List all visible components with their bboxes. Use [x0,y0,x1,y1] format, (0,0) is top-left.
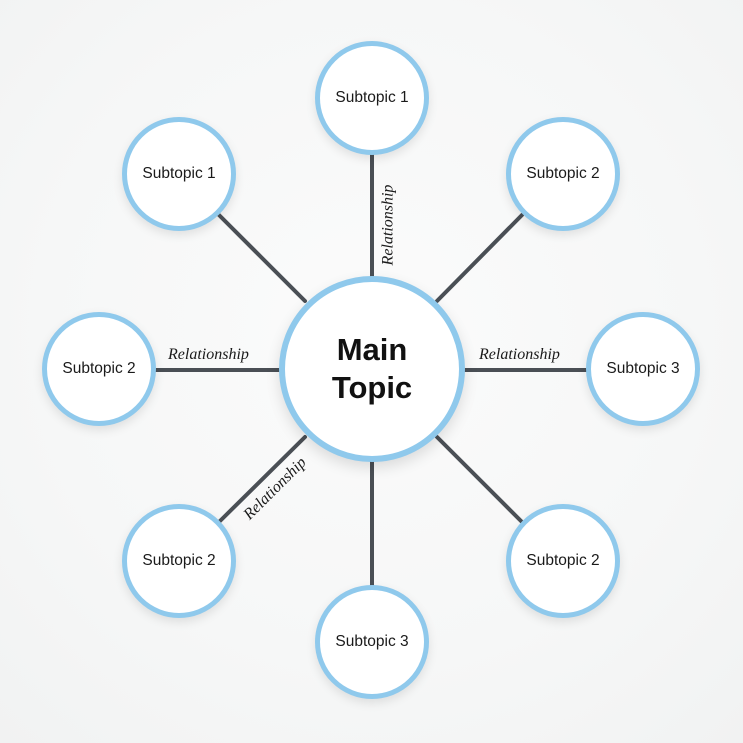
relationship-label-top: Relationship [379,184,397,266]
subtopic-label: Subtopic 2 [526,552,600,569]
subtopic-node-bottom[interactable]: Subtopic 3 [315,585,429,699]
subtopic-node-bottom-right[interactable]: Subtopic 2 [506,504,620,618]
subtopic-node-top-right[interactable]: Subtopic 2 [506,117,620,231]
connector-top-left [216,212,307,303]
main-topic-node[interactable]: Main Topic [279,276,465,462]
subtopic-node-right[interactable]: Subtopic 3 [586,312,700,426]
subtopic-node-top[interactable]: Subtopic 1 [315,41,429,155]
connector-bottom-left [217,435,307,524]
subtopic-node-bottom-left[interactable]: Subtopic 2 [122,504,236,618]
relationship-label-left: Relationship [168,346,249,363]
subtopic-label: Subtopic 2 [526,165,600,182]
connector-top-right [435,213,524,303]
main-topic-label: Main Topic [331,332,413,405]
subtopic-label: Subtopic 1 [142,165,216,182]
subtopic-label: Subtopic 2 [142,552,216,569]
subtopic-label: Subtopic 2 [62,360,136,377]
relationship-label-right: Relationship [479,346,560,363]
subtopic-label: Subtopic 3 [335,633,409,650]
subtopic-node-top-left[interactable]: Subtopic 1 [122,117,236,231]
subtopic-label: Subtopic 3 [606,360,680,377]
subtopic-node-left[interactable]: Subtopic 2 [42,312,156,426]
subtopic-label: Subtopic 1 [335,89,409,106]
connector-bottom-right [435,435,524,524]
